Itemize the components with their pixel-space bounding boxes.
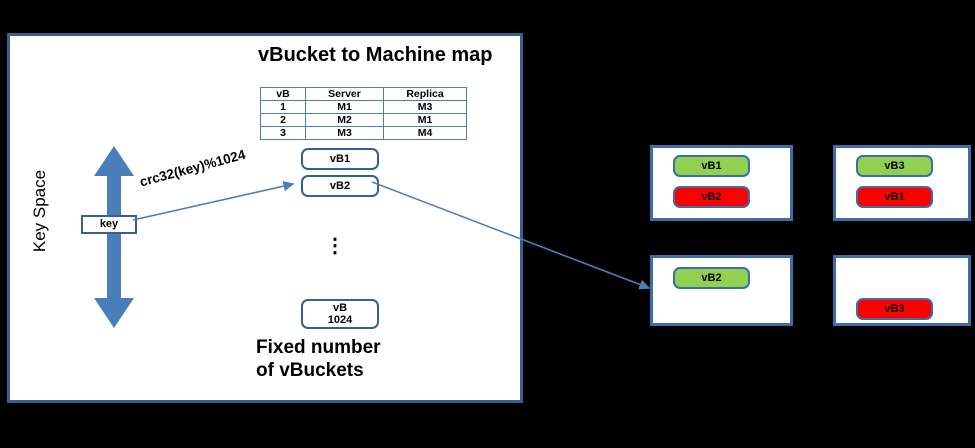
machine-box-m2[interactable]: vB2 — [650, 255, 793, 326]
machine-box-m4[interactable]: vB3 — [833, 255, 971, 326]
vbucket-chip-label: vB1 — [701, 160, 722, 172]
cell-replica: M4 — [384, 127, 466, 139]
column-header-server: Server — [306, 88, 383, 100]
fixed-note-line2: of vBuckets — [256, 359, 364, 381]
vbucket-chip-replica[interactable]: vB1 — [856, 186, 933, 208]
cell-replica: M3 — [384, 101, 466, 113]
vbucket-chip-replica[interactable]: vB3 — [856, 298, 933, 320]
cell-vb: 1 — [261, 101, 305, 113]
panel-title: vBucket to Machine map — [258, 44, 493, 66]
cell-vb: 3 — [261, 127, 305, 139]
vbucket-to-machine-table: vB Server Replica 1 M1 M3 2 M2 M1 3 — [260, 87, 467, 140]
cell-replica: M1 — [384, 114, 466, 126]
vbucket-box-vb1[interactable]: vB1 — [301, 148, 379, 170]
vbucket-box-label-line2: 1024 — [327, 314, 353, 326]
vertical-ellipsis-icon: ⋮ — [325, 235, 345, 257]
machine-box-m3[interactable]: vB3 vB1 — [833, 145, 971, 221]
cell-server: M2 — [306, 114, 383, 126]
vbucket-chip-replica[interactable]: vB2 — [673, 186, 750, 208]
key-box: key — [81, 215, 137, 234]
vbucket-chip-label: vB2 — [701, 272, 722, 284]
table-header-row: vB Server Replica — [261, 88, 466, 100]
vbucket-chip-active[interactable]: vB2 — [673, 267, 750, 289]
vbucket-space-panel: vBucket to Machine map vB Server Replica… — [7, 33, 523, 403]
vbucket-chip-label: vB2 — [701, 191, 722, 203]
vbucket-box-vb2[interactable]: vB2 — [301, 175, 379, 197]
key-space-double-arrow-icon — [94, 146, 134, 328]
column-header-vb: vB — [261, 88, 305, 100]
vbucket-chip-active[interactable]: vB3 — [856, 155, 933, 177]
cell-server: M3 — [306, 127, 383, 139]
hash-formula-label: crc32(key)%1024 — [138, 146, 248, 190]
key-space-axis-label: Key Space — [30, 169, 49, 253]
vbucket-chip-active[interactable]: vB1 — [673, 155, 750, 177]
vbucket-box-vb1024[interactable]: vB 1024 — [301, 299, 379, 329]
vbucket-chip-label: vB3 — [884, 160, 905, 172]
table-row: 1 M1 M3 — [261, 101, 466, 113]
table-row: 3 M3 M4 — [261, 127, 466, 139]
column-header-replica: Replica — [384, 88, 466, 100]
vbucket-box-label: vB2 — [329, 180, 351, 192]
vbucket-box-label-line1: vB — [332, 302, 348, 314]
vbucket-box-label: vB1 — [329, 153, 351, 165]
fixed-vbuckets-note: Fixed number of vBuckets — [256, 337, 496, 383]
fixed-note-line1: Fixed number — [256, 337, 381, 358]
vbucket-chip-label: vB1 — [884, 191, 905, 203]
vbucket-chip-label: vB3 — [884, 303, 905, 315]
machine-box-m1[interactable]: vB1 vB2 — [650, 145, 793, 221]
cell-server: M1 — [306, 101, 383, 113]
cell-vb: 2 — [261, 114, 305, 126]
table-row: 2 M2 M1 — [261, 114, 466, 126]
